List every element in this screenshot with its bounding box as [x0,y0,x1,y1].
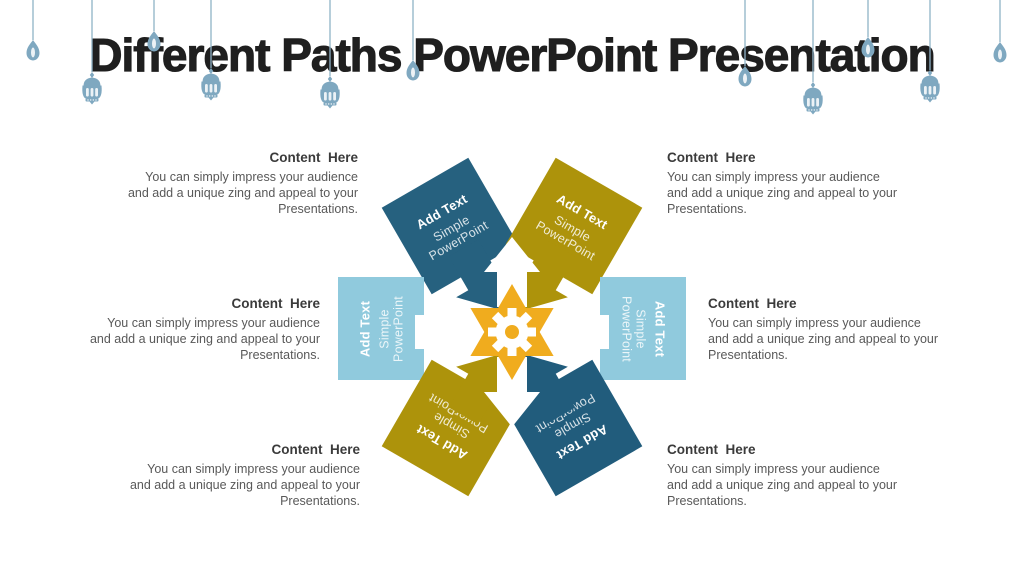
diagram-node-right[interactable]: Add Text Simple PowerPoint [600,277,686,380]
diagram-node-top-left[interactable]: Add Text Simple PowerPoint [381,157,519,295]
node-label: Add Text [652,300,668,357]
content-block-bottom-left[interactable]: Content Here You can simply impress your… [104,442,360,509]
diagram-node-left[interactable]: Add Text Simple PowerPoint [338,277,424,380]
content-body: You can simply impress your audience and… [89,316,320,362]
node-sublabel: Simple PowerPoint [619,295,648,362]
content-heading: Content Here [269,150,358,165]
content-block-middle-left[interactable]: Content Here You can simply impress your… [64,296,320,363]
content-block-top-right[interactable]: Content Here You can simply impress your… [667,150,923,217]
inward-arrow-left [415,301,486,363]
content-block-middle-right[interactable]: Content Here You can simply impress your… [708,296,964,363]
node-label: Add Text [356,300,372,357]
content-body: You can simply impress your audience and… [667,170,898,216]
slide-title[interactable]: Different Paths PowerPoint Presentation [89,29,936,81]
content-body: You can simply impress your audience and… [708,316,939,362]
content-body: You can simply impress your audience and… [129,462,360,508]
diagram-node-top-right[interactable]: Add Text Simple PowerPoint [505,157,643,295]
content-heading: Content Here [667,442,756,457]
lantern-icon [803,82,823,115]
gear-icon [488,308,536,356]
node-sublabel: Simple PowerPoint [376,295,406,362]
content-heading: Content Here [708,296,797,311]
content-heading: Content Here [231,296,320,311]
content-block-bottom-right[interactable]: Content Here You can simply impress your… [667,442,923,509]
content-body: You can simply impress your audience and… [667,462,898,508]
content-block-top-left[interactable]: Content Here You can simply impress your… [102,150,358,217]
content-heading: Content Here [271,442,360,457]
inward-arrow-right [538,301,609,363]
content-heading: Content Here [667,150,756,165]
star-shape [470,284,554,380]
content-body: You can simply impress your audience and… [127,170,358,216]
